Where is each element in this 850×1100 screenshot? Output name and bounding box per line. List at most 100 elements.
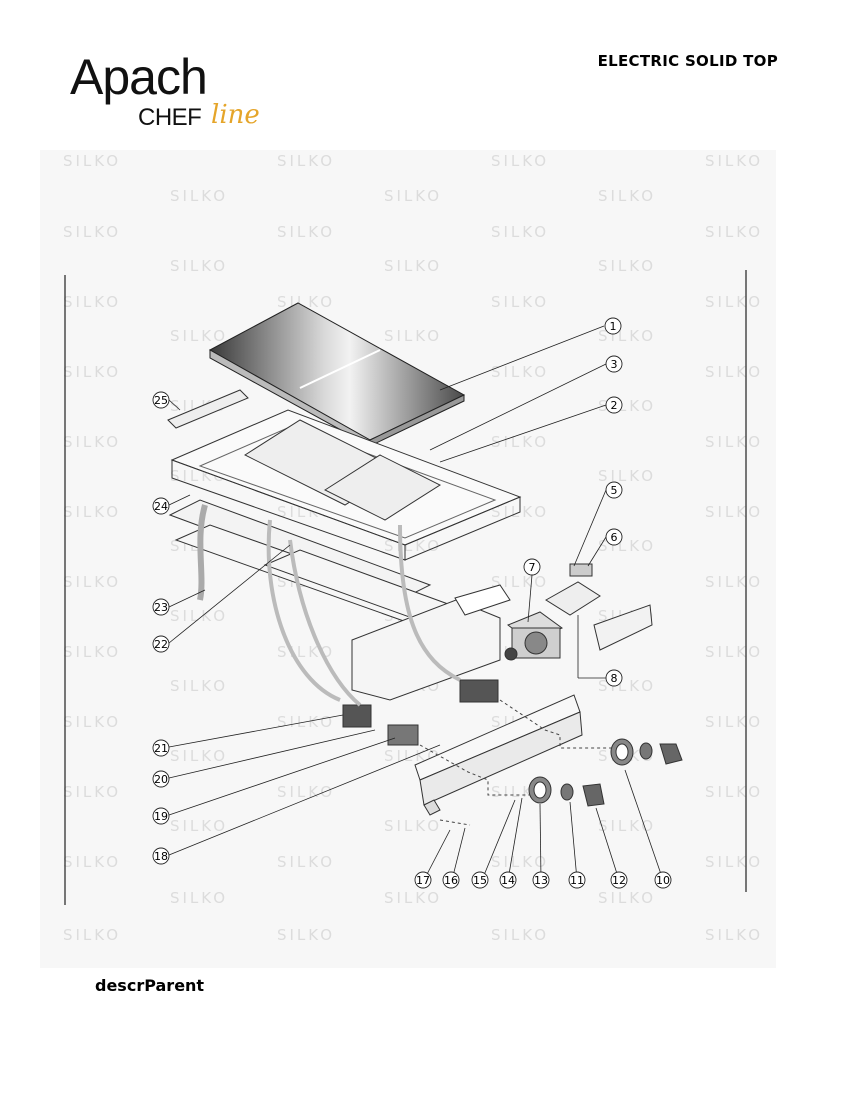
callout-label: 13 [534,874,548,887]
callout-label: 19 [154,810,168,823]
watermark-text: SILKO [63,223,121,241]
callout-label: 3 [611,358,618,371]
energy-regulator-right [459,679,499,703]
watermark-text: SILKO [705,783,763,801]
callout-12: 12 [610,871,628,889]
watermark-text: SILKO [705,643,763,661]
callout-label: 1 [610,320,617,333]
watermark-text: SILKO [491,926,549,944]
watermark-text: SILKO [598,187,656,205]
watermark-text: SILKO [384,889,442,907]
callout-circle [605,396,623,414]
document-title: ELECTRIC SOLID TOP [597,52,778,70]
watermark-text: SILKO [598,257,656,275]
callout-label: 6 [611,531,618,544]
callout-6: 6 [605,528,623,546]
callout-17: 17 [414,871,432,889]
fan-bracket [545,581,653,651]
watermark-text: SILKO [63,643,121,661]
callout-label: 17 [416,874,430,887]
callout-circle [152,770,170,788]
callout-21: 21 [152,739,170,757]
footer-description: descrParent [95,976,205,995]
callout-circle [152,598,170,616]
callout-19: 19 [152,807,170,825]
callout-label: 7 [529,561,536,574]
callout-22: 22 [152,635,170,653]
callout-label: 16 [444,874,458,887]
callout-label: 15 [473,874,487,887]
callout-label: 18 [154,850,168,863]
callout-11: 11 [568,871,586,889]
callout-25: 25 [152,391,170,409]
watermark-text: SILKO [277,223,335,241]
watermark-text: SILKO [705,363,763,381]
watermark-layer: SILKO SILKO SILKO SILKO SILKO SILKO SILKO SILKO… [63,152,763,944]
watermark-text: SILKO [277,152,335,170]
watermark-text: SILKO [170,677,228,695]
watermark-text: SILKO [63,853,121,871]
watermark-text: SILKO [63,363,121,381]
watermark-text: SILKO [491,293,549,311]
watermark-text: SILKO [170,327,228,345]
callout-circle [152,635,170,653]
callout-18: 18 [152,847,170,865]
watermark-text: SILKO [705,926,763,944]
watermark-text: SILKO [705,573,763,591]
callout-label: 8 [611,672,618,685]
watermark-text: SILKO [491,853,549,871]
callout-circle [523,558,541,576]
watermark-text: SILKO [63,926,121,944]
callout-20: 20 [152,770,170,788]
watermark-text: SILKO [63,433,121,451]
watermark-text: SILKO [705,152,763,170]
watermark-text: SILKO [170,817,228,835]
callout-5: 5 [605,481,623,499]
watermark-text: SILKO [63,783,121,801]
watermark-text: SILKO [705,293,763,311]
brand-logo: Apach CHEF line [70,48,270,138]
watermark-text: SILKO [384,257,442,275]
callout-8: 8 [605,669,623,687]
watermark-text: SILKO [491,152,549,170]
watermark-text: SILKO [491,433,549,451]
watermark-text: SILKO [598,817,656,835]
callout-13: 13 [532,871,550,889]
watermark-text: SILKO [63,503,121,521]
callout-circle [605,669,623,687]
watermark-text: SILKO [705,223,763,241]
knob-assembly-right [610,738,683,766]
knob-assembly-left [528,776,605,807]
callout-circle [152,497,170,515]
watermark-text: SILKO [705,433,763,451]
callout-label: 25 [154,394,168,407]
callout-circle [605,528,623,546]
watermark-text: SILKO [170,257,228,275]
callout-circle [604,317,622,335]
callout-circle [471,871,489,889]
watermark-text: SILKO [170,187,228,205]
callout-label: 14 [501,874,515,887]
callout-16: 16 [442,871,460,889]
watermark-text: SILKO [170,747,228,765]
watermark-text: SILKO [63,293,121,311]
callout-10: 10 [654,871,672,889]
callout-circle [610,871,628,889]
callout-3: 3 [605,355,623,373]
watermark-text: SILKO [705,713,763,731]
watermark-text: SILKO [491,573,549,591]
callout-circle [532,871,550,889]
callout-24: 24 [152,497,170,515]
logo-script-text: line [211,100,260,130]
watermark-text: SILKO [63,152,121,170]
callout-circle [152,807,170,825]
watermark-text: SILKO [384,327,442,345]
terminal-block [569,563,593,577]
watermark-text: SILKO [384,187,442,205]
watermark-text: SILKO [598,889,656,907]
callout-1: 1 [604,317,622,335]
callout-label: 23 [154,601,168,614]
callout-2: 2 [605,396,623,414]
